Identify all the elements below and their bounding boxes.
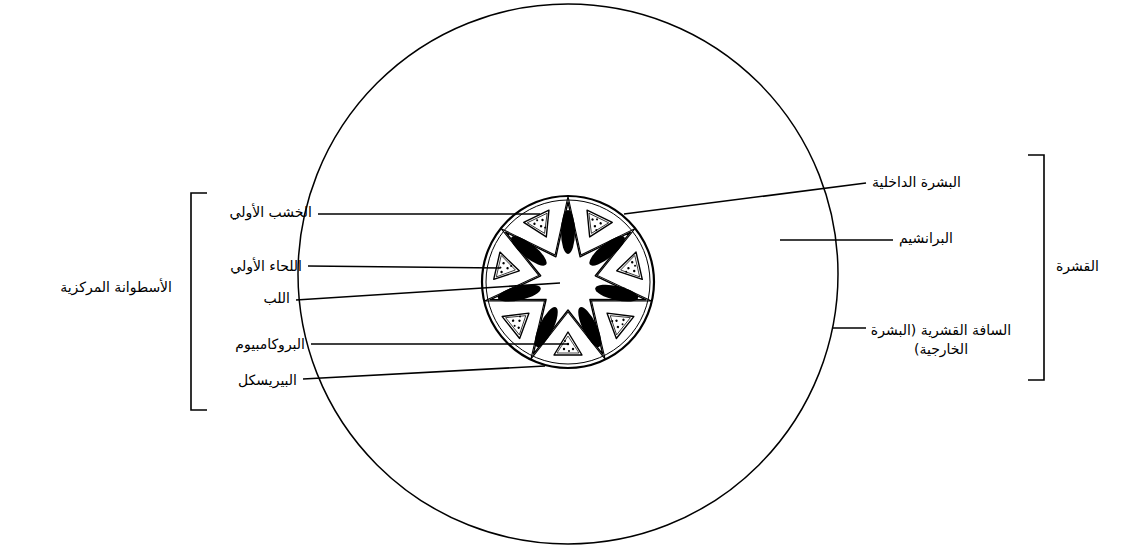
phloem-patches (494, 210, 643, 355)
stele-bracket (191, 193, 207, 410)
pericycle-ring (486, 200, 650, 364)
part-label: اللحاء الأولي (230, 257, 302, 276)
bracket-label: القشرة (1056, 257, 1099, 276)
part-label: اللب (263, 289, 290, 308)
procambium-outline (485, 196, 652, 359)
xylem-star (490, 202, 646, 354)
part-label: البيريسكل (238, 371, 297, 390)
cortex-bracket (1028, 155, 1044, 380)
bracket-label: الأسطوانة المركزية (60, 278, 172, 297)
endodermis-ring (482, 196, 654, 368)
part-label: الخشب الأولي (230, 203, 312, 222)
xylem-arms (496, 210, 640, 350)
part-label: السافة القشرية (البشرة الخارجية) (866, 321, 1016, 359)
part-label: البرانشيم (899, 229, 953, 248)
leader-lines (296, 183, 893, 379)
outer-epidermis (298, 4, 838, 544)
part-label: البشرة الداخلية (872, 173, 961, 192)
part-label: البروكامبيوم (235, 335, 305, 354)
